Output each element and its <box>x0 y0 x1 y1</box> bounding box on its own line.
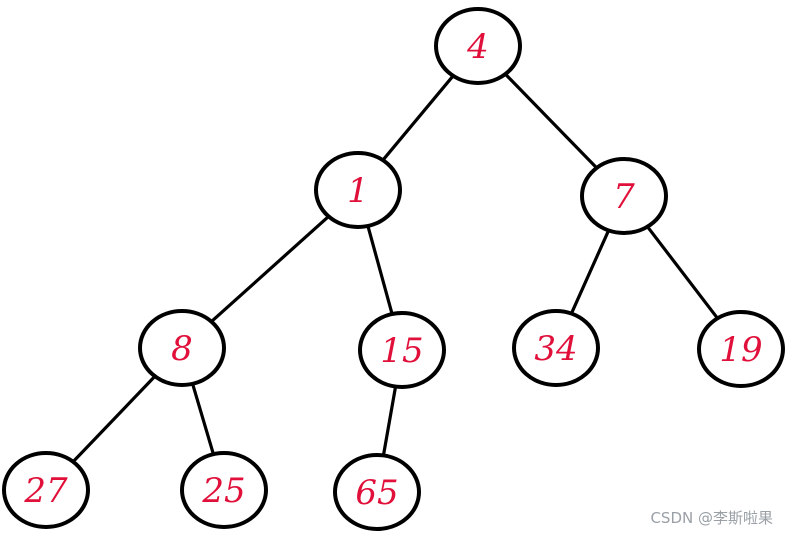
node-label: 27 <box>23 471 68 511</box>
node-circle <box>138 309 226 387</box>
tree-node-7: 7 <box>580 157 668 235</box>
tree-node-4: 4 <box>434 7 522 85</box>
edge-n1-n8 <box>209 214 331 324</box>
node-circle <box>434 7 522 85</box>
node-circle <box>697 310 785 388</box>
tree-node-8: 8 <box>138 309 226 387</box>
tree-node-19: 19 <box>697 310 785 388</box>
edge-n15-n65 <box>381 384 398 458</box>
node-label: 4 <box>466 27 489 67</box>
tree-edges <box>71 72 720 464</box>
node-label: 19 <box>719 330 762 370</box>
edge-n4-n7 <box>503 72 599 170</box>
tree-node-15: 15 <box>358 311 446 389</box>
node-label: 25 <box>201 471 245 511</box>
node-circle <box>2 451 90 529</box>
node-label: 1 <box>347 171 369 211</box>
tree-node-27: 27 <box>2 451 90 529</box>
edge-n8-n27 <box>71 374 157 464</box>
node-label: 15 <box>380 331 423 371</box>
node-circle <box>512 309 600 387</box>
tree-node-65: 65 <box>333 453 421 531</box>
edge-n1-n15 <box>366 224 394 316</box>
csdn-watermark: CSDN @李斯啦果 <box>650 509 773 527</box>
node-circle <box>314 151 402 229</box>
edge-n7-n19 <box>645 225 720 320</box>
node-circle <box>580 157 668 235</box>
node-label: 34 <box>534 329 577 369</box>
node-label: 8 <box>171 329 193 369</box>
edge-n8-n25 <box>190 382 216 456</box>
tree-node-34: 34 <box>512 309 600 387</box>
tree-node-1: 1 <box>314 151 402 229</box>
tree-nodes: 4 1 7 8 15 34 19 27 25 65 <box>2 7 785 531</box>
node-label: 7 <box>613 177 635 217</box>
tree-node-25: 25 <box>180 451 268 529</box>
edge-n7-n34 <box>569 228 611 316</box>
node-circle <box>333 453 421 531</box>
edge-n4-n1 <box>381 74 455 162</box>
node-circle <box>358 311 446 389</box>
node-circle <box>180 451 268 529</box>
node-label: 65 <box>355 473 398 513</box>
